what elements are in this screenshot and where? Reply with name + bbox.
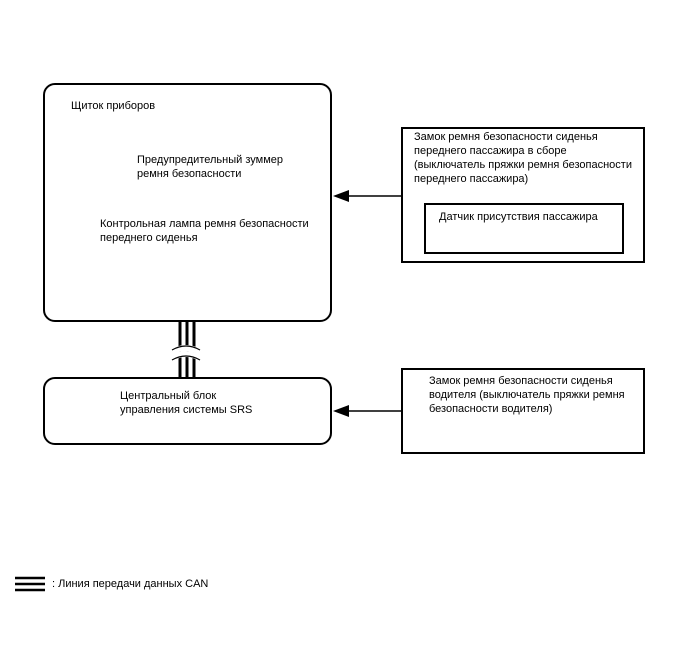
srs-unit-box	[43, 377, 332, 445]
driver-buckle-line2: водителя (выключатель пряжки ремня	[429, 389, 625, 401]
lamp-label-line1: Контрольная лампа ремня безопасности	[100, 218, 309, 230]
passenger-buckle-line1: Замок ремня безопасности сиденья	[414, 131, 598, 143]
driver-buckle-arrow	[333, 405, 402, 417]
driver-buckle-line1: Замок ремня безопасности сиденья	[429, 375, 613, 387]
driver-buckle-box	[401, 368, 645, 454]
lamp-label-line2: переднего сиденья	[100, 232, 198, 244]
instrument-panel-title: Щиток приборов	[71, 100, 156, 112]
passenger-buckle-line4: переднего пассажира)	[414, 173, 529, 185]
instrument-panel-box	[43, 83, 332, 322]
buzzer-label-line2: ремня безопасности	[137, 168, 242, 180]
driver-buckle-line3: безопасности водителя)	[429, 403, 553, 415]
occupant-sensor-box	[424, 203, 624, 254]
passenger-buckle-line3: (выключатель пряжки ремня безопасности	[414, 159, 632, 171]
passenger-buckle-line2: переднего пассажира в сборе	[414, 145, 567, 157]
passenger-buckle-arrow	[333, 190, 402, 202]
srs-unit-label-line1: Центральный блок	[120, 390, 217, 402]
buzzer-label-line1: Предупредительный зуммер	[137, 154, 283, 166]
srs-unit-label-line2: управления системы SRS	[120, 404, 253, 416]
can-bus-line	[170, 320, 202, 380]
legend-can-symbol	[15, 576, 45, 592]
occupant-sensor-label: Датчик присутствия пассажира	[439, 211, 598, 223]
legend-can-label: : Линия передачи данных CAN	[52, 578, 209, 590]
